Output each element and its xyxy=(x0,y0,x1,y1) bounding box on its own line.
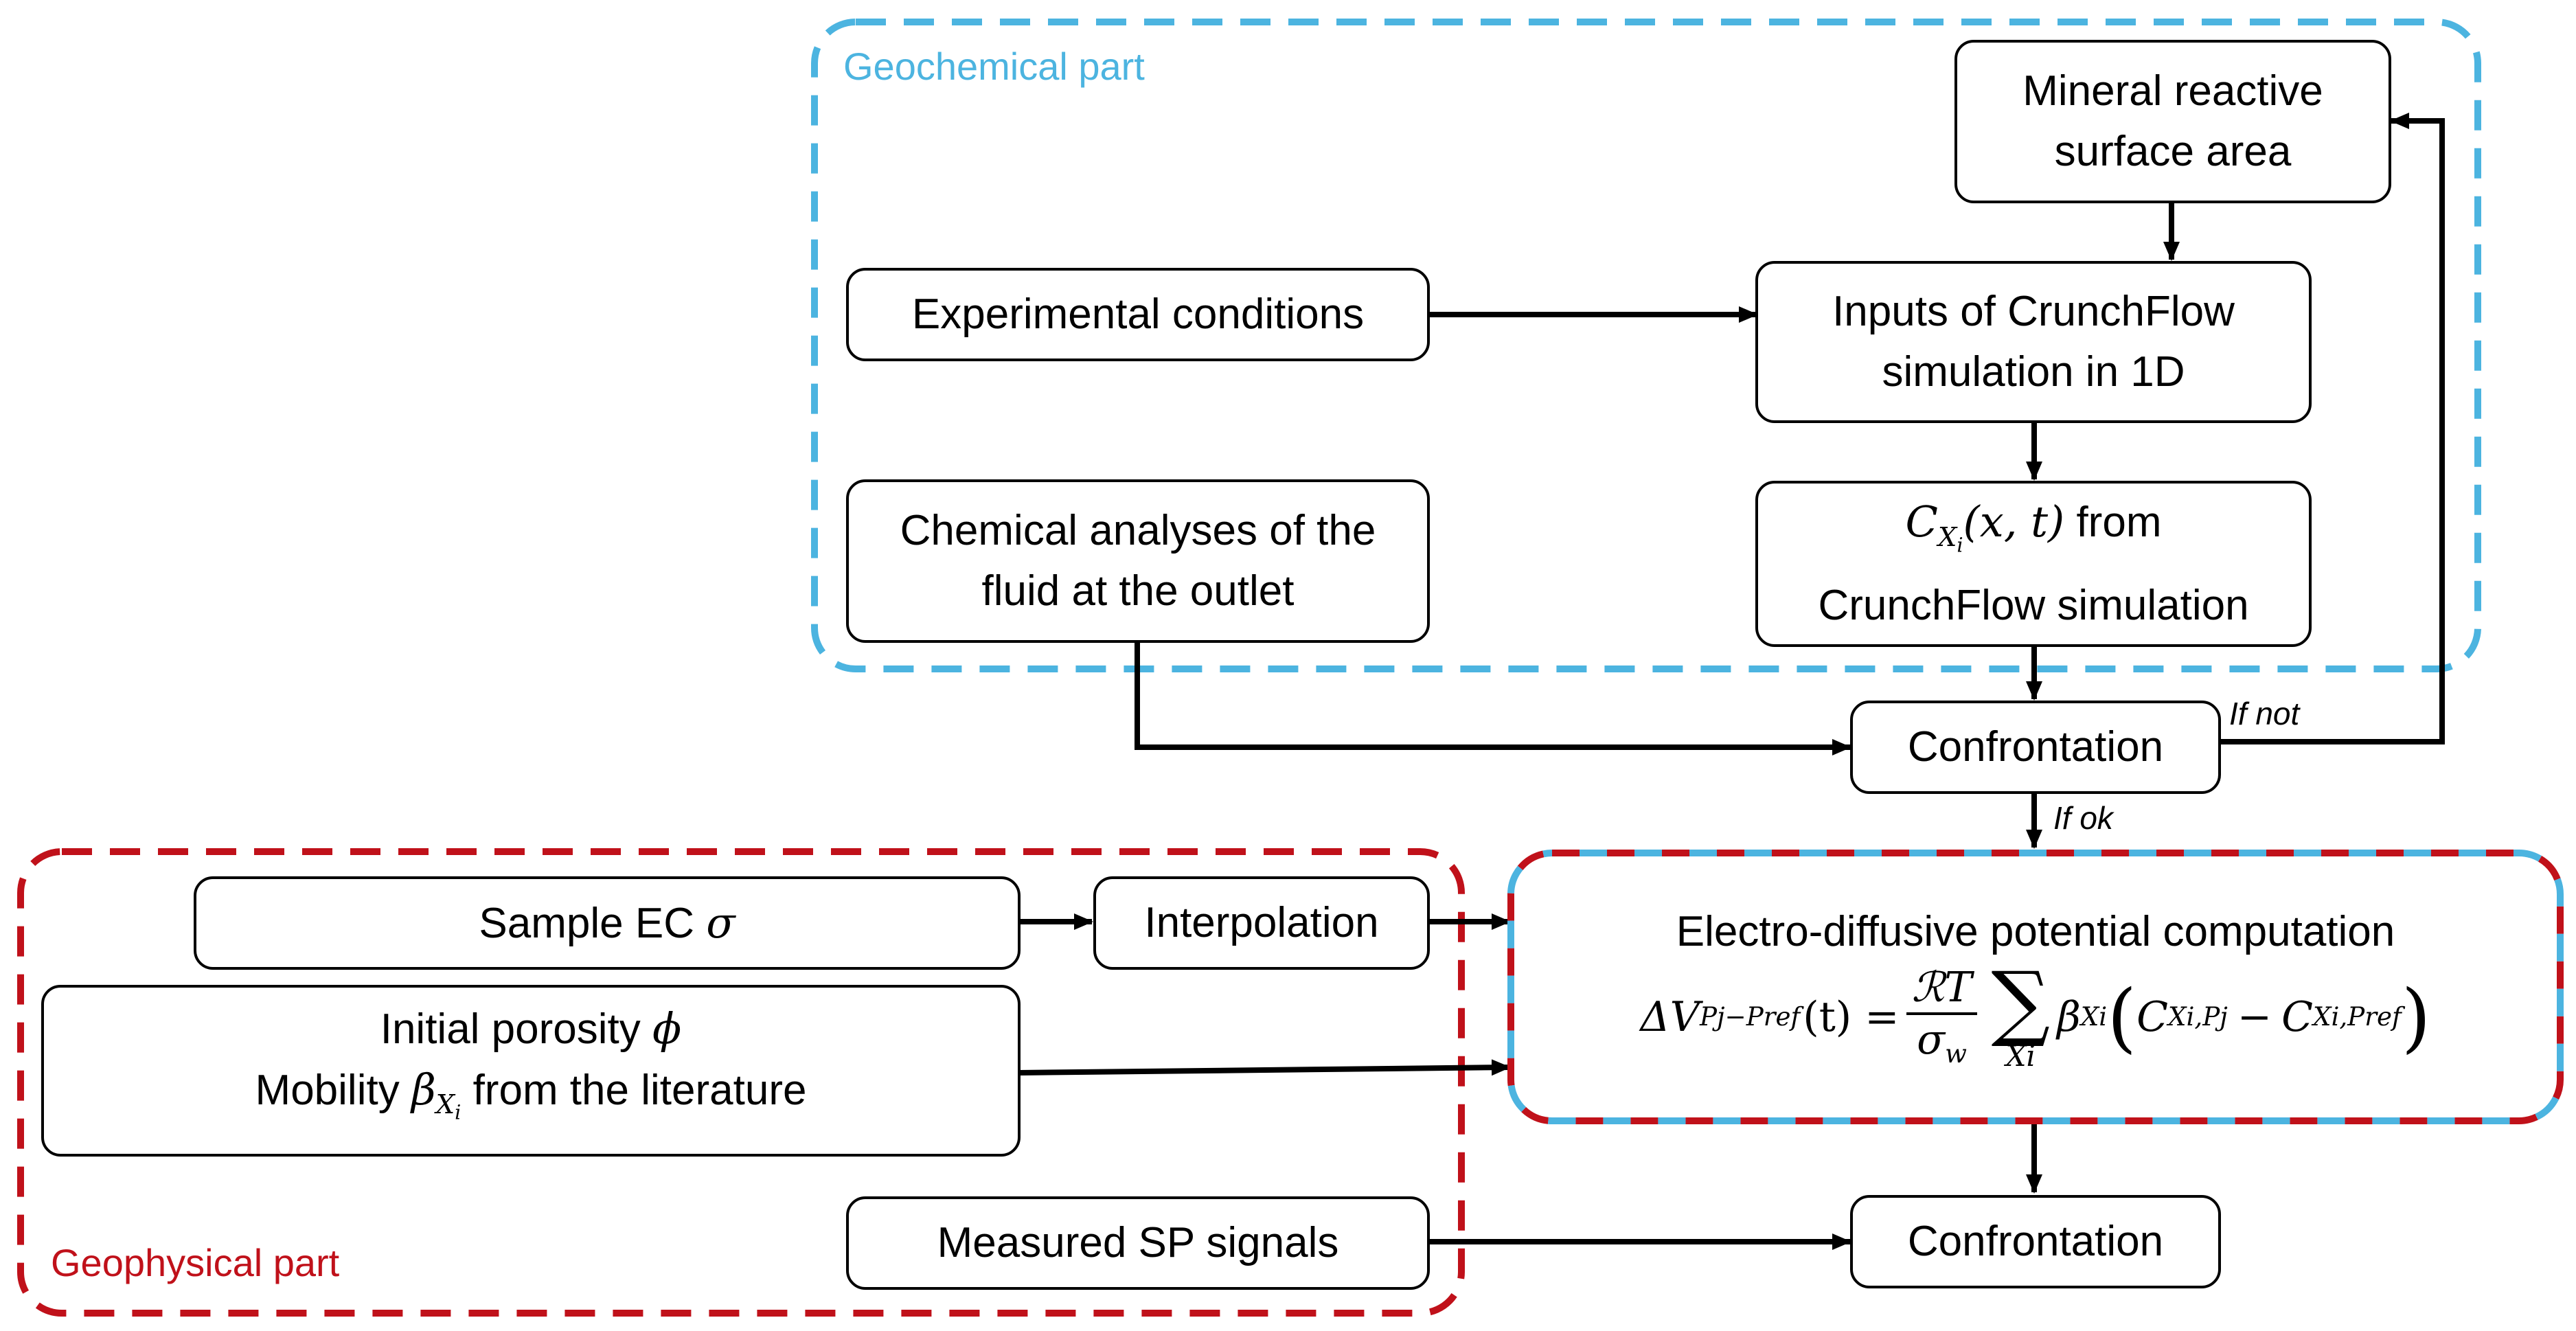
crunchflow-inputs-node: Inputs of CrunchFlow simulation in 1D xyxy=(1755,261,2312,423)
measured-sp-node: Measured SP signals xyxy=(846,1196,1430,1290)
formula-beta-sub: Xi xyxy=(2080,1001,2108,1032)
c-sub-i: i xyxy=(1957,533,1963,557)
mobility-label: Mobility xyxy=(255,1066,411,1114)
concentration-line-2: CrunchFlow simulation xyxy=(1818,581,2249,629)
geophysical-group-border xyxy=(17,848,1465,1317)
formula-numerator: ℛT xyxy=(1906,967,1978,1016)
formula-denominator-sub: w xyxy=(1945,1038,1967,1069)
beta-sub-x: X xyxy=(435,1089,455,1121)
formula-minus: − xyxy=(2237,993,2272,1041)
beta-subscript: Xi xyxy=(435,1089,461,1124)
formula-lhs-sub: Pj−Pref xyxy=(1700,1001,1801,1032)
porosity-mobility-node: Initial porosity ϕ Mobility βXi from the… xyxy=(41,985,1021,1157)
formula-denominator-wrap: σw xyxy=(1917,1015,1967,1067)
c-args: (x, t) xyxy=(1963,497,2065,547)
sigma-symbol: σ xyxy=(706,897,736,948)
c-from: from xyxy=(2064,499,2162,547)
formula-sum: ∑Xi xyxy=(1991,955,2051,1073)
sample-ec-node: Sample EC σ xyxy=(194,876,1021,970)
beta-symbol: β xyxy=(411,1064,436,1115)
experimental-conditions-node: Experimental conditions xyxy=(846,268,1430,361)
electro-diffusive-node: Electro-diffusive potential computation … xyxy=(1514,857,2557,1118)
porosity-line: Initial porosity ϕ xyxy=(380,999,682,1060)
arrow-chemical-to-confrontation xyxy=(1135,641,1851,755)
electro-title: Electro-diffusive potential computation xyxy=(1676,908,2395,955)
mineral-surface-node: Mineral reactive surface area xyxy=(1954,40,2391,203)
formula-right-paren: ) xyxy=(2401,973,2431,1061)
formula-lhs: ΔV xyxy=(1640,993,1700,1041)
chemical-analyses-node: Chemical analyses of the fluid at the ou… xyxy=(846,479,1430,643)
c-sub-x: X xyxy=(1937,521,1957,553)
interpolation-label: Interpolation xyxy=(1144,899,1379,946)
concentration-output-node: CXi(x, t) from CrunchFlow simulation xyxy=(1755,481,2312,647)
formula-term2: C xyxy=(2281,993,2313,1041)
formula-sum-under: Xi xyxy=(2005,1039,2036,1073)
inputs-line-2: simulation in 1D xyxy=(1882,348,2185,396)
measured-sp-label: Measured SP signals xyxy=(937,1219,1339,1266)
if-ok-label: If ok xyxy=(2053,800,2113,836)
formula-term2-sub: Xi,Pref xyxy=(2312,1001,2402,1032)
mineral-line-2: surface area xyxy=(2054,128,2292,175)
formula-left-paren: ( xyxy=(2107,973,2137,1061)
porosity-label: Initial porosity xyxy=(380,1005,652,1053)
electro-box-red-border xyxy=(1507,850,2564,1124)
electro-box-blue-border xyxy=(1507,850,2564,1124)
confrontation-bottom-node: Confrontation xyxy=(1850,1195,2221,1288)
formula-sum-symbol: ∑ xyxy=(1991,955,2051,1050)
if-not-label: If not xyxy=(2229,696,2300,731)
mobility-tail: from the literature xyxy=(461,1066,807,1114)
experimental-label: Experimental conditions xyxy=(911,291,1365,338)
mineral-line-1: Mineral reactive xyxy=(2022,67,2323,115)
chemical-line-2: fluid at the outlet xyxy=(981,567,1295,615)
concentration-line-1: CXi(x, t) from xyxy=(1906,492,2162,575)
sample-ec-line: Sample EC σ xyxy=(479,893,735,954)
formula-term1-sub: Xi,Pj xyxy=(2168,1001,2228,1032)
formula-term1: C xyxy=(2136,993,2169,1041)
arrow-if-not-loop xyxy=(2220,113,2445,744)
inputs-line-1: Inputs of CrunchFlow xyxy=(1832,288,2235,335)
formula-denominator: σ xyxy=(1917,1016,1946,1065)
arrow-porosity-to-electro xyxy=(1018,1059,1511,1076)
formula-lhs-args: (t) = xyxy=(1803,993,1900,1041)
geochemical-part-label: Geochemical part xyxy=(843,45,1145,88)
interpolation-node: Interpolation xyxy=(1093,876,1430,970)
formula-beta: β xyxy=(2057,993,2081,1041)
c-symbol: C xyxy=(1905,497,1938,547)
geochemical-group-border xyxy=(811,19,2481,672)
confrontation-bottom-label: Confrontation xyxy=(1907,1218,2164,1265)
phi-symbol: ϕ xyxy=(652,1003,682,1054)
confrontation-top-label: Confrontation xyxy=(1907,723,2164,771)
c-subscript: Xi xyxy=(1937,521,1963,557)
sample-ec-label: Sample EC xyxy=(479,899,707,947)
mobility-line: Mobility βXi from the literature xyxy=(255,1060,807,1143)
beta-sub-i: i xyxy=(455,1101,461,1125)
confrontation-top-node: Confrontation xyxy=(1850,701,2221,794)
chemical-line-1: Chemical analyses of the xyxy=(900,507,1376,554)
geophysical-part-label: Geophysical part xyxy=(51,1241,340,1284)
